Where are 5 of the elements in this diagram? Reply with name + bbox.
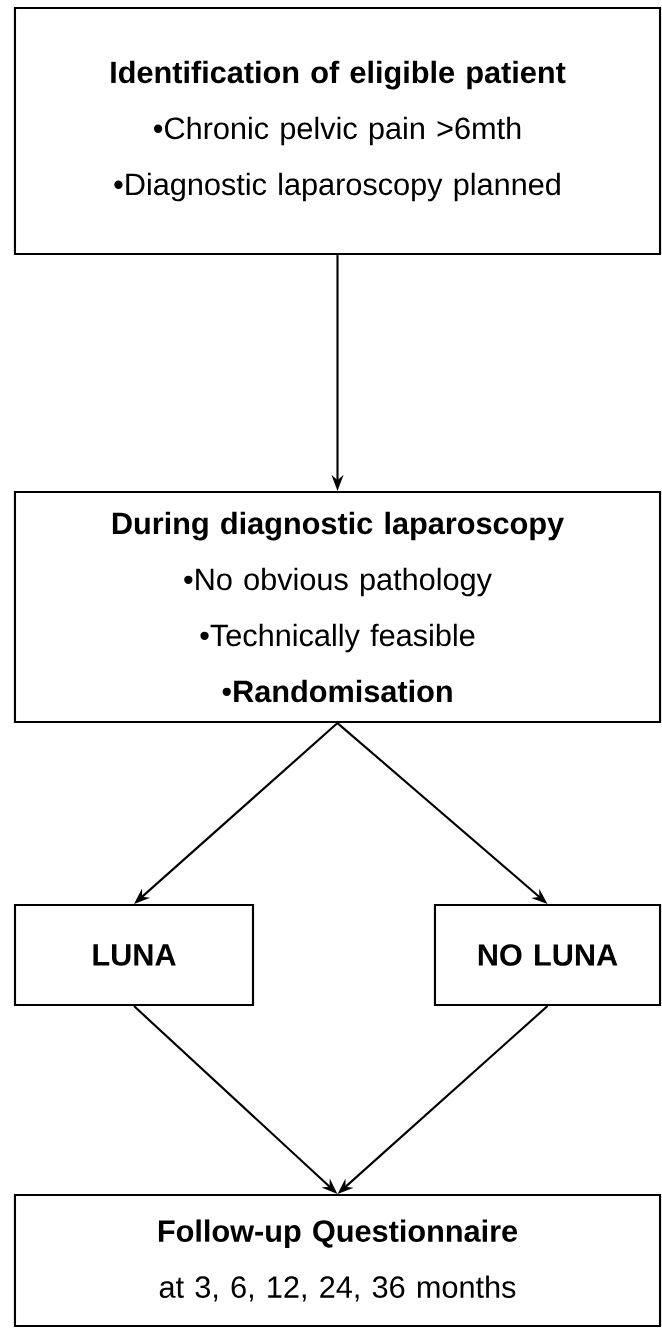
process-box: NO LUNA <box>433 903 662 1007</box>
process-box: Follow-up Questionnaire at 3, 6, 12, 24, 36 months <box>13 1193 662 1328</box>
process-box: During diagnostic laparoscopy •No obvious pathology •Technically feasible •Randomisation <box>13 490 662 724</box>
process-box: Identification of eligible patient •Chronic pelvic pain >6mth •Diagnostic laparoscopy planned <box>13 6 662 256</box>
process-box: LUNA <box>13 903 255 1007</box>
